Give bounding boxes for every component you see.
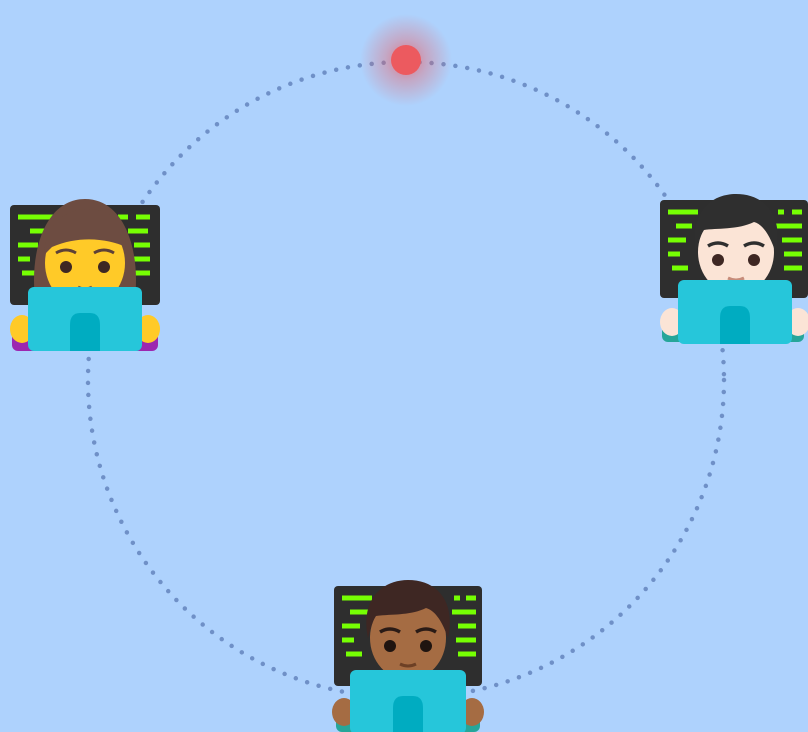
eyebrow-left	[55, 248, 77, 255]
mouth	[399, 662, 417, 668]
code-lines	[342, 595, 476, 657]
laptop-shade	[393, 696, 423, 732]
token-indicator	[360, 14, 452, 106]
woman-technologist-icon	[10, 199, 160, 351]
eyebrow-left	[379, 627, 401, 634]
eye-left	[60, 261, 72, 273]
man-technologist-light-skin-icon	[660, 194, 808, 344]
eyebrow-left	[707, 241, 729, 248]
face	[370, 596, 446, 680]
hair	[366, 580, 450, 638]
eye-left	[712, 254, 724, 266]
token-dot	[391, 45, 421, 75]
eyebrow-right	[415, 627, 437, 634]
code-lines	[668, 209, 802, 271]
laptop-shade	[70, 313, 100, 351]
man-technologist-medium-dark-skin-icon	[332, 580, 484, 732]
eye-left	[384, 640, 396, 652]
eye-right	[420, 640, 432, 652]
eyebrow-right	[93, 248, 115, 255]
face	[698, 210, 774, 294]
eyebrow-right	[743, 241, 765, 248]
eye-right	[98, 261, 110, 273]
laptop-shade	[720, 306, 750, 344]
fringe	[44, 209, 126, 255]
eye-right	[748, 254, 760, 266]
hair	[694, 194, 778, 254]
